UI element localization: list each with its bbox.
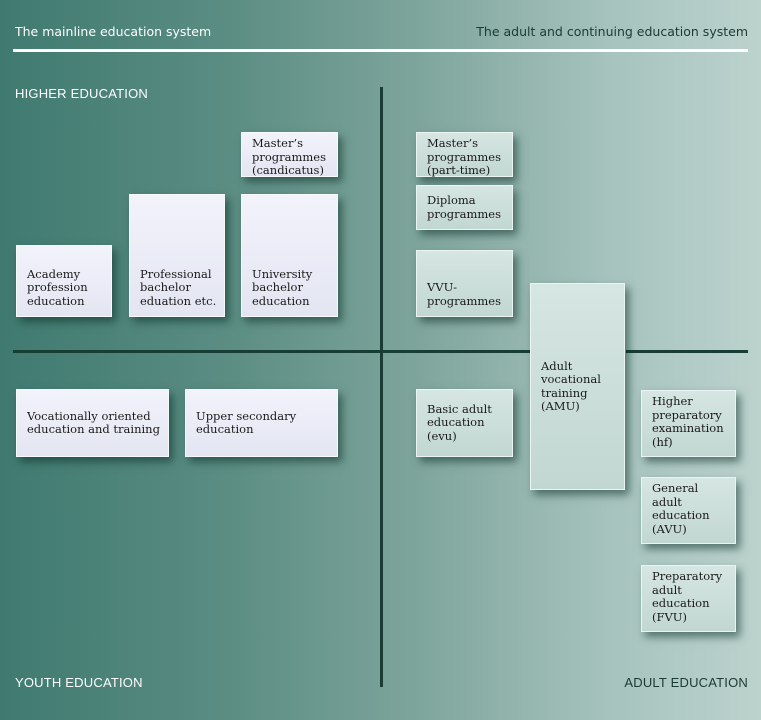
masters-part-time-box: Master’s programmes (part-time) — [416, 132, 513, 177]
header-divider — [13, 49, 748, 52]
university-bachelor-box: University bachelor education — [241, 194, 338, 317]
mainline-system-title: The mainline education system — [15, 24, 212, 39]
higher-education-label: HIGHER EDUCATION — [15, 86, 148, 101]
vocational-education-box: Vocationally oriented education and trai… — [16, 389, 169, 457]
adult-education-label: ADULT EDUCATION — [624, 675, 748, 690]
academy-profession-box: Academy profession education — [16, 245, 112, 317]
basic-adult-education-box: Basic adult education (evu) — [416, 389, 513, 457]
diploma-programmes-box: Diploma programmes — [416, 185, 513, 230]
avu-box: General adult education (AVU) — [641, 477, 736, 544]
professional-bachelor-box: Professional bachelor eduation etc. — [129, 194, 225, 317]
adult-system-title: The adult and continuing education syste… — [476, 24, 748, 39]
upper-secondary-box: Upper secondary education — [185, 389, 338, 457]
vertical-divider — [380, 87, 383, 687]
youth-education-label: YOUTH EDUCATION — [15, 675, 143, 690]
fvu-box: Preparatory adult education (FVU) — [641, 565, 736, 632]
horizontal-divider-left — [13, 350, 530, 353]
masters-candicatus-box: Master’s programmes (candicatus) — [241, 132, 338, 177]
horizontal-divider-right — [626, 350, 748, 353]
hf-box: Higher preparatory examination (hf) — [641, 390, 736, 457]
amu-box: Adult vocational training (AMU) — [530, 283, 625, 490]
vvu-programmes-box: VVU- programmes — [416, 250, 513, 317]
